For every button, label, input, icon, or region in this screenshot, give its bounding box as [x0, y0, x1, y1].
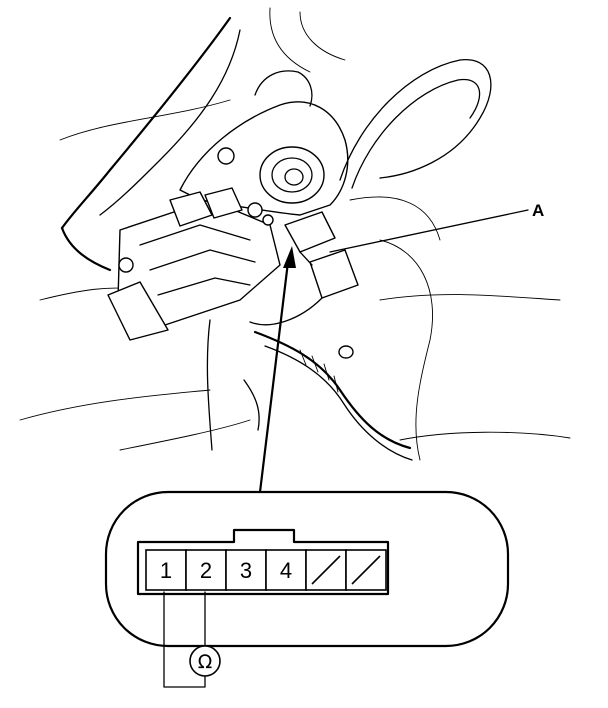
connector-detail: 1 2 3 4 Ω: [104, 490, 510, 688]
ohmmeter-icon: [189, 645, 221, 677]
blank-cavity-mark: [311, 555, 341, 585]
blank-cavity-mark: [351, 555, 381, 585]
connector-pins: 1 2 3 4: [145, 549, 387, 591]
pin-number-4: 4: [280, 558, 292, 583]
callout-a-leader: [329, 209, 529, 253]
pin-cell-3: 3: [225, 549, 267, 591]
pin-cell-6: [345, 549, 387, 591]
pin-number-3: 3: [240, 558, 252, 583]
pin-number-2: 2: [200, 558, 212, 583]
pin-number-1: 1: [160, 558, 172, 583]
pin-cell-2: 2: [185, 549, 227, 591]
steering-column-illustration: [19, 7, 571, 461]
pin-cell-1: 1: [145, 549, 187, 591]
connector-housing: [136, 528, 390, 596]
detail-pointer-arrow: [258, 246, 296, 494]
callout-a-label: A: [532, 201, 544, 220]
pin-cell-5: [305, 549, 347, 591]
callout-a: A: [329, 201, 544, 253]
pin-cell-4: 4: [265, 549, 307, 591]
pointer-arrowhead: [283, 246, 296, 268]
lead-pin-1: [163, 591, 206, 688]
ohmmeter-symbol: Ω: [198, 651, 213, 673]
